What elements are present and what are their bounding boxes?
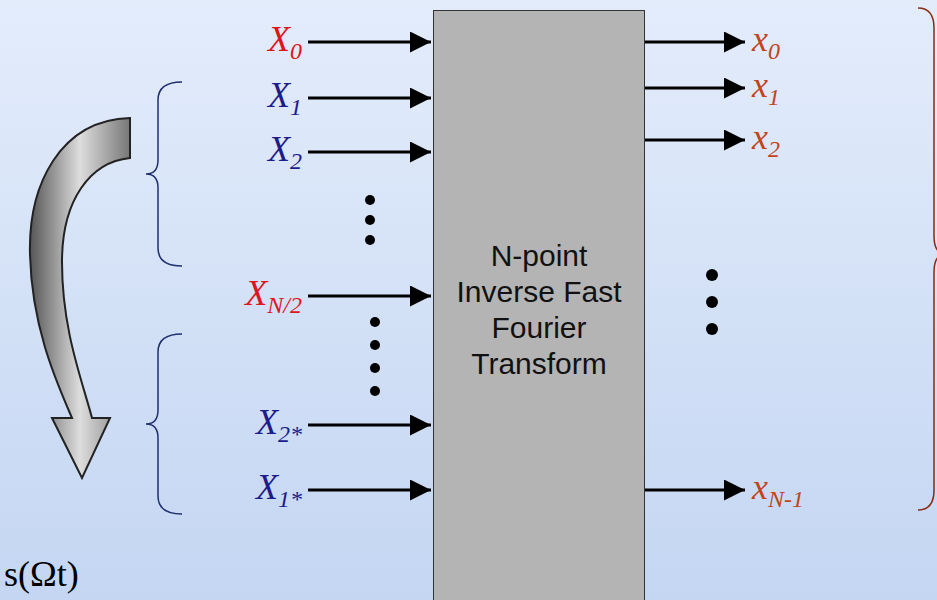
input-symbol: X2* <box>256 404 302 446</box>
box-label: N-point Inverse Fast Fourier Transform <box>434 232 644 388</box>
formula-text: s(Ωt) <box>4 556 79 592</box>
output-symbol: x1 <box>752 67 780 109</box>
input-symbol: X2 <box>268 131 302 173</box>
output-symbol: x2 <box>752 119 780 161</box>
transform-box: N-point Inverse Fast Fourier Transform <box>433 10 645 600</box>
output-symbol: x0 <box>752 21 780 63</box>
input-arrows <box>308 42 431 490</box>
input-symbol: X1* <box>256 469 302 511</box>
input-symbol: XN/2 <box>245 275 302 317</box>
output-symbol: xN-1 <box>752 469 804 511</box>
swap-arrow <box>30 118 130 478</box>
input-symbol: X0 <box>268 21 302 63</box>
input-symbol: X1 <box>268 77 302 119</box>
output-arrows <box>638 42 745 490</box>
